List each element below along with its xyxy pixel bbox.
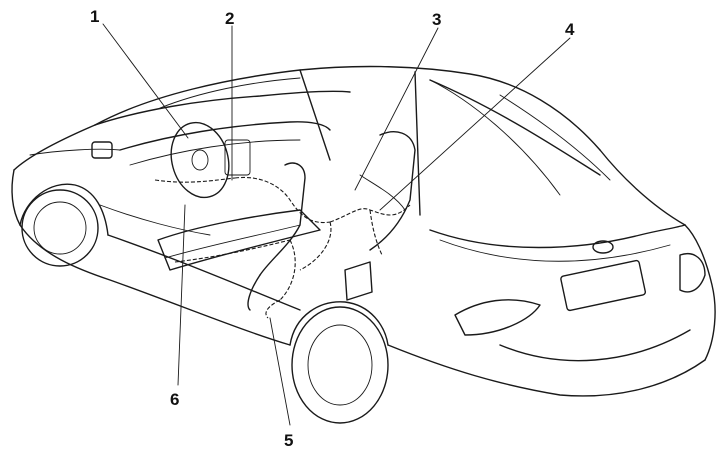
callout-6: 6	[170, 390, 179, 409]
callout-3: 3	[432, 10, 441, 29]
car-body-outline	[11, 65, 716, 424]
callout-5: 5	[284, 431, 293, 450]
callout-labels: 1 2 3 4 5 6	[90, 7, 575, 450]
callout-2: 2	[225, 9, 234, 28]
callout-leaders	[102, 23, 571, 426]
car-interior	[99, 121, 416, 311]
callout-1: 1	[90, 7, 99, 26]
wiring-harness	[154, 176, 411, 319]
callout-4: 4	[565, 20, 575, 39]
